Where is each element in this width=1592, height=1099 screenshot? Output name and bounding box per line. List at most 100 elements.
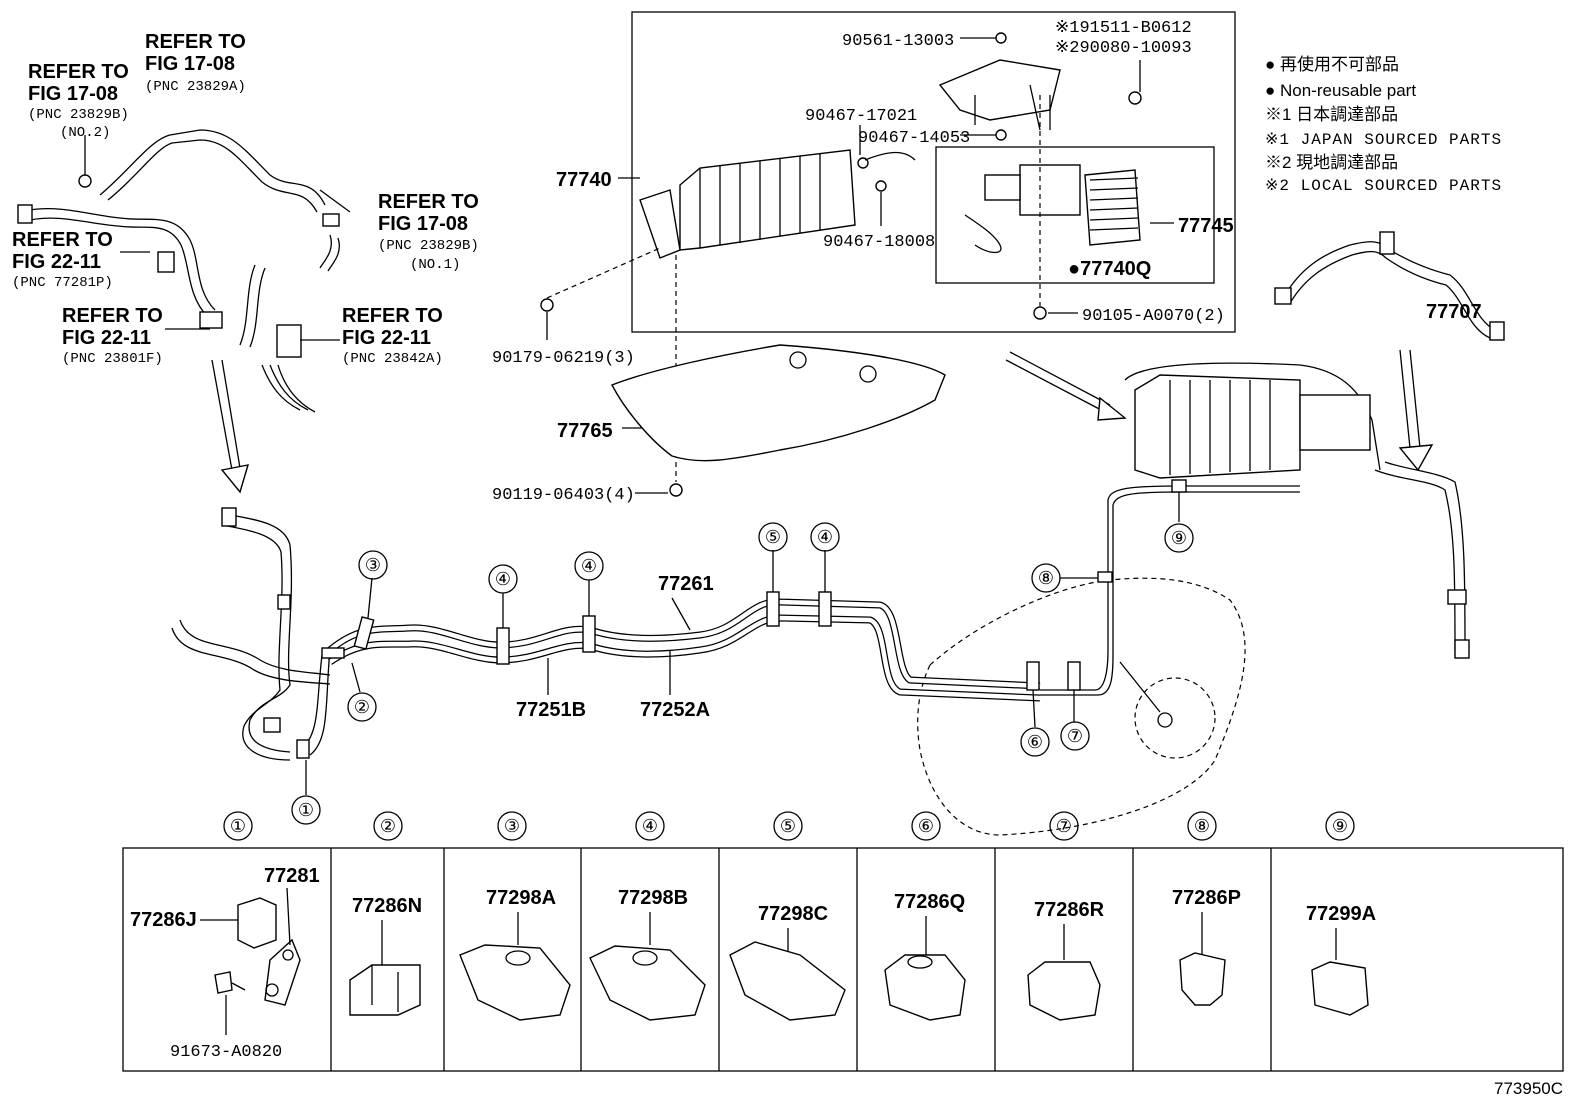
refer-label: (PNC 23829A): [145, 79, 246, 95]
refer-label: FIG 17-08: [145, 53, 235, 75]
clamp-77286Q-drawing: [884, 954, 966, 1021]
callout-3: ③: [358, 550, 388, 580]
part-number: 77299A: [1306, 903, 1376, 925]
svg-text:①: ①: [230, 816, 246, 836]
svg-text:⑦: ⑦: [1067, 726, 1083, 746]
hose-assembly-top-left: [17, 129, 351, 413]
part-number: 90467-17021: [805, 107, 917, 126]
refer-label: (PNC 23842A): [342, 351, 443, 367]
callout-9: ⑨: [1164, 523, 1194, 553]
legend-text: ※1 日本調達部品: [1265, 105, 1398, 124]
clamp-table: [122, 847, 1564, 1072]
part-number: ●77740Q: [1068, 258, 1151, 280]
table-header-4: ④: [635, 811, 665, 841]
refer-label: REFER TO: [12, 229, 113, 251]
part-number: 77286P: [1172, 887, 1241, 909]
refer-label: REFER TO: [342, 305, 443, 327]
legend-text: ※1 JAPAN SOURCED PARTS: [1265, 131, 1502, 149]
svg-text:②: ②: [380, 816, 396, 836]
part-number: 77707: [1426, 301, 1482, 323]
refer-label: (PNC 23829B): [378, 238, 479, 254]
arrow-down-icon: [211, 359, 249, 494]
svg-text:⑤: ⑤: [780, 816, 796, 836]
refer-label: (NO.1): [410, 257, 460, 273]
table-header-7: ⑦: [1049, 811, 1079, 841]
svg-text:⑤: ⑤: [765, 527, 781, 547]
part-number: 90179-06219(3): [492, 349, 635, 368]
svg-text:⑧: ⑧: [1038, 568, 1054, 588]
svg-text:④: ④: [817, 527, 833, 547]
canister-detail-box: [631, 11, 1236, 333]
part-number: 77251B: [516, 699, 586, 721]
arrow-down-right-icon: [1005, 351, 1127, 421]
clamp-77286R-drawing: [1027, 961, 1101, 1021]
refer-label: REFER TO: [145, 31, 246, 53]
svg-text:⑥: ⑥: [1027, 732, 1043, 752]
svg-text:④: ④: [581, 556, 597, 576]
part-number: 77252A: [640, 699, 710, 721]
clamp-77299A-drawing: [1311, 961, 1369, 1016]
refer-label: FIG 17-08: [28, 83, 118, 105]
svg-text:③: ③: [365, 555, 381, 575]
svg-text:⑧: ⑧: [1194, 816, 1210, 836]
heat-shield: [611, 344, 946, 462]
callout-4: ④: [488, 564, 518, 594]
clamps: [296, 479, 1187, 759]
clamp-77286J-drawing: [200, 887, 301, 1035]
clamp-77286N-drawing: [349, 964, 421, 1016]
vsv-detail-box: [935, 146, 1215, 284]
callout-1: ①: [291, 795, 321, 825]
part-number: 91673-A0820: [170, 1043, 282, 1062]
refer-label: REFER TO: [62, 305, 163, 327]
clamp-77298B-drawing: [589, 945, 706, 1021]
callout-5: ⑤: [758, 522, 788, 552]
clamp-77298A-drawing: [459, 944, 571, 1021]
figure-id: 773950C: [1494, 1079, 1563, 1098]
part-number: 77765: [557, 420, 613, 442]
part-number: 77286R: [1034, 899, 1105, 921]
svg-text:⑦: ⑦: [1056, 816, 1072, 836]
hose-77707: [1274, 231, 1505, 341]
table-header-6: ⑥: [911, 811, 941, 841]
table-header-3: ③: [497, 811, 527, 841]
part-number: 77286J: [130, 909, 197, 931]
refer-label: (NO.2): [60, 125, 110, 141]
table-header-2: ②: [373, 811, 403, 841]
callout-8: ⑧: [1031, 563, 1061, 593]
charcoal-canister: [639, 149, 856, 259]
callout-4: ④: [810, 522, 840, 552]
table-header-9: ⑨: [1325, 811, 1355, 841]
vsv-valve: [964, 164, 1141, 254]
refer-label: FIG 17-08: [378, 213, 468, 235]
clamp-77298C-drawing: [729, 941, 846, 1021]
fuel-tube-bundle: [171, 485, 1300, 761]
svg-text:④: ④: [642, 816, 658, 836]
part-number: 90467-14053: [858, 129, 970, 148]
part-number: 90561-13003: [842, 32, 954, 51]
svg-text:⑨: ⑨: [1171, 528, 1187, 548]
part-number: 77298C: [758, 903, 828, 925]
refer-label: (PNC 77281P): [12, 275, 113, 291]
refer-label: FIG 22-11: [62, 327, 151, 349]
arrow-down-icon: [1398, 349, 1434, 472]
part-number: 90105-A0070(2): [1082, 307, 1225, 326]
svg-text:⑥: ⑥: [918, 816, 934, 836]
legend-text: ※2 LOCAL SOURCED PARTS: [1265, 177, 1502, 195]
fuel-tank-outline: [917, 577, 1246, 836]
clamp-77286P-drawing: [1179, 952, 1226, 1006]
refer-label: (PNC 23829B): [28, 107, 129, 123]
part-number: 77745: [1178, 215, 1234, 237]
legend-text: ※2 現地調達部品: [1265, 153, 1398, 172]
svg-text:①: ①: [298, 800, 314, 820]
svg-text:④: ④: [495, 569, 511, 589]
part-number: 77286N: [352, 895, 422, 917]
filler-pipe: [1374, 461, 1470, 659]
callout-7: ⑦: [1060, 721, 1090, 751]
part-number: 90119-06403(4): [492, 486, 635, 505]
part-number: ※290080-10093: [1055, 39, 1192, 58]
svg-text:③: ③: [504, 816, 520, 836]
part-number: 77740: [556, 169, 612, 191]
fasteners: [540, 32, 1142, 497]
part-number: ※191511-B0612: [1055, 19, 1192, 38]
